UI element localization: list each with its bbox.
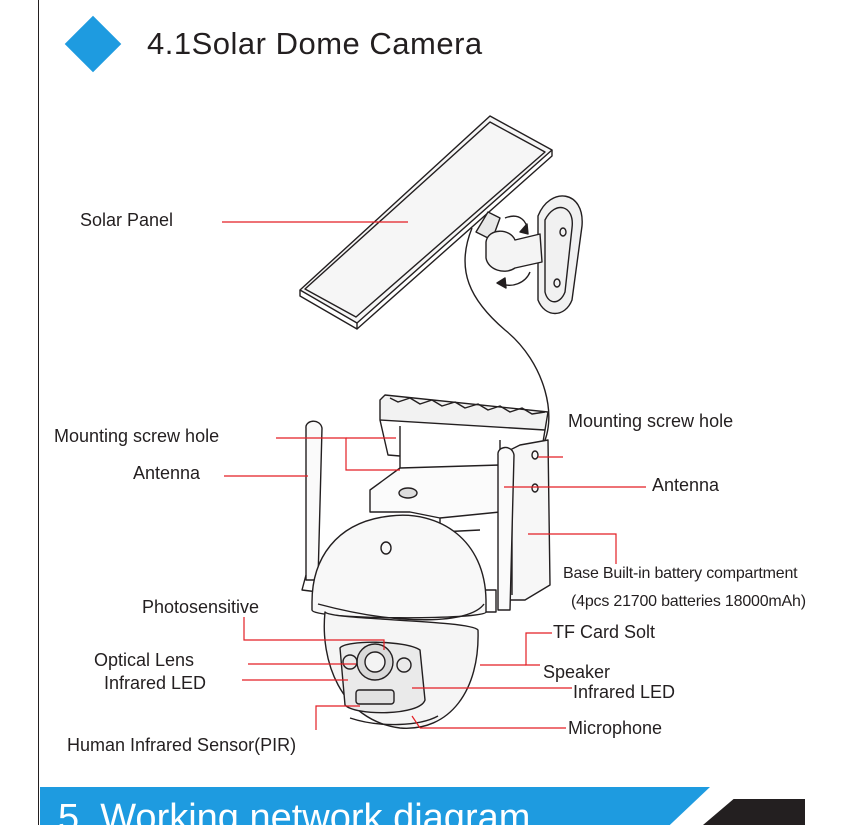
antenna-left-drawing [301, 420, 323, 593]
camera-dome-drawing [311, 514, 487, 729]
label-optical-lens: Optical Lens [94, 650, 195, 670]
mount-plate-drawing [379, 394, 549, 471]
label-speaker: Speaker [543, 662, 611, 682]
label-mounting-screw-hole-left: Mounting screw hole [54, 426, 220, 446]
label-battery-spec: (4pcs 21700 batteries 18000mAh) [571, 593, 806, 610]
banner-background [40, 787, 710, 825]
label-pir-sensor: Human Infrared Sensor(PIR) [67, 735, 297, 755]
section-title: 4.1Solar Dome Camera [147, 26, 483, 61]
label-infrared-led-left: Infrared LED [104, 673, 207, 693]
label-infrared-led-right: Infrared LED [573, 682, 676, 702]
label-battery-compartment: Base Built-in battery compartment [563, 565, 798, 582]
label-antenna-right: Antenna [652, 475, 720, 495]
next-section-banner: 5. Working network diagram [40, 787, 730, 825]
wall-bracket-drawing [475, 195, 583, 315]
callout-lines [222, 221, 646, 730]
antenna-right-drawing [479, 446, 515, 613]
label-solar-panel: Solar Panel [80, 210, 174, 230]
label-mounting-screw-hole-right: Mounting screw hole [568, 411, 734, 431]
label-photosensitive: Photosensitive [142, 597, 260, 617]
label-antenna-left: Antenna [133, 463, 201, 483]
label-tf-card-slot: TF Card Solt [553, 622, 656, 642]
label-microphone: Microphone [568, 718, 663, 738]
section-heading: 4.1Solar Dome Camera [64, 14, 483, 74]
page-margin-line [38, 0, 39, 825]
next-section-title: 5. Working network diagram [58, 797, 531, 825]
solar-panel-drawing [299, 115, 553, 330]
